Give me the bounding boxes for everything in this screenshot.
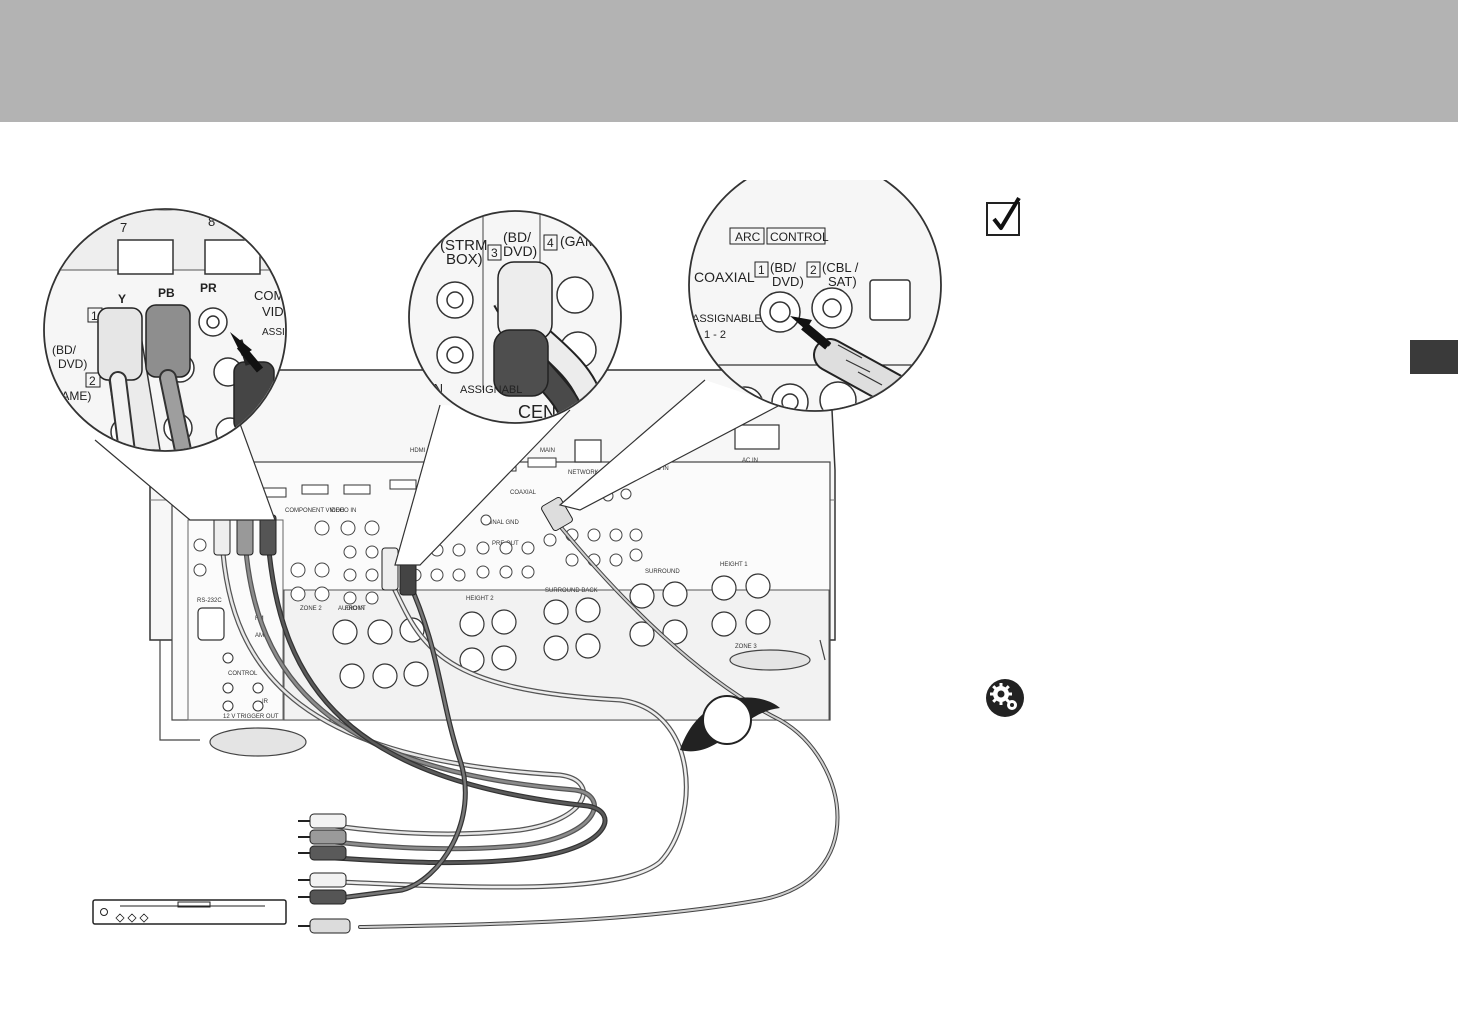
header-band xyxy=(0,0,1458,122)
coax-cbl-label: (CBL / xyxy=(822,260,859,275)
ac-in-label: AC IN xyxy=(742,458,758,464)
zone2-label: ZONE 2 xyxy=(300,606,322,612)
coax-range-label: 1 - 2 xyxy=(704,329,726,341)
video-in-label: VIDEO IN xyxy=(330,508,356,514)
note-check-icon xyxy=(986,196,1021,236)
zoom-digital-coaxial: ARC CONTROL COAXIAL 1 (BD/ DVD) 2 (CBL /… xyxy=(558,180,942,511)
hdmi-slot-7-label: 7 xyxy=(120,220,127,235)
coax-assignable-label: ASSIGNABLE xyxy=(692,313,762,325)
signal-gnd-label: SIGNAL GND xyxy=(482,520,519,526)
hdmi-in-label: HDMI IN xyxy=(410,448,433,454)
zone3-label: ZONE 3 xyxy=(735,644,757,650)
rs232c-label: RS-232C xyxy=(197,598,222,604)
surround-label: SURROUND xyxy=(645,569,680,575)
trigger-label: 12 V TRIGGER OUT xyxy=(223,714,279,720)
pb-label: PB xyxy=(158,286,175,300)
coaxial-panel-label: COAXIAL xyxy=(510,490,537,496)
am-label: AM xyxy=(255,633,264,639)
dvd-label: DVD) xyxy=(58,357,87,371)
bd-dvd-player xyxy=(92,899,287,925)
main-label: MAIN xyxy=(540,448,555,454)
arc-label: ARC xyxy=(735,230,761,244)
n3-label: 3 xyxy=(491,246,498,260)
y-label: Y xyxy=(118,292,126,306)
zoom-component-video: 7 8 Y PB PR COMP VID ASSIG 1 (BD/ DVD) 2… xyxy=(43,208,293,521)
panel-plugs xyxy=(213,496,573,596)
coax1-label: 1 xyxy=(758,263,765,277)
comp-label: COMP xyxy=(254,288,293,303)
connection-illustration: AC IN NETWORK DIGITAL AUDIO IN HDMI IN M… xyxy=(43,180,942,934)
cen-label: CEN xyxy=(518,402,556,422)
assig-label: ASSIG xyxy=(262,327,293,338)
control-label: CONTROL xyxy=(228,671,258,677)
ir-label: IR xyxy=(262,699,269,705)
mid-bd-label: (BD/ xyxy=(503,229,531,245)
section-tab[interactable] xyxy=(1410,340,1458,374)
zoom-audio-input: (STRM BOX) 3 (BD/ DVD) 4 (GAM IN ASSIGNA… xyxy=(394,210,622,566)
settings-gear-icon xyxy=(986,679,1024,717)
height1-label: HEIGHT 1 xyxy=(720,562,748,568)
in2-label: 2 xyxy=(89,374,96,388)
bd-label: (BD/ xyxy=(52,343,77,357)
box-label: BOX) xyxy=(446,251,483,268)
coax-sat-label: SAT) xyxy=(828,274,857,289)
cables xyxy=(219,518,840,929)
plug-ends xyxy=(298,813,351,934)
strm-label: (STRM xyxy=(440,237,488,254)
component-video-label: COMPONENT VIDEO xyxy=(285,508,345,514)
vid-label: VID xyxy=(262,304,284,319)
gam-label: (GAM xyxy=(560,233,597,249)
pr-label: PR xyxy=(200,281,217,295)
audio-in-label: AUDIO IN xyxy=(338,606,365,612)
network-label: NETWORK xyxy=(568,470,599,476)
in1-label: 1 xyxy=(91,309,98,323)
control-zoom-label: CONTROL xyxy=(770,230,829,244)
game-label: GAME) xyxy=(52,389,91,403)
height2-label: HEIGHT 2 xyxy=(466,596,494,602)
surround-back-label: SURROUND BACK xyxy=(545,588,598,594)
n4-label: 4 xyxy=(547,236,554,250)
mid-assignable-label: ASSIGNABL xyxy=(460,384,522,396)
coax-bd-label: (BD/ xyxy=(770,260,796,275)
coax2-label: 2 xyxy=(810,263,817,277)
coax-dvd-label: DVD) xyxy=(772,274,804,289)
mid-dvd-label: DVD) xyxy=(503,243,537,259)
alternative-connection-marker xyxy=(680,695,780,752)
hdmi-slot-8-label: 8 xyxy=(208,214,215,229)
front-label: FRONT xyxy=(345,606,366,612)
coaxial-label: COAXIAL xyxy=(694,269,755,285)
